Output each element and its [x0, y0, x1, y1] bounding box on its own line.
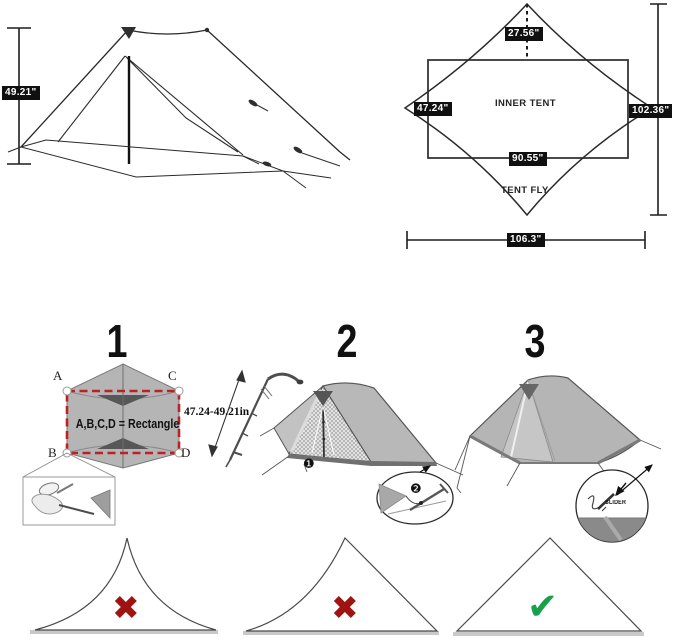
guyline-callout-arrow — [616, 464, 653, 496]
inset-stake — [603, 515, 623, 542]
mallet-icon — [38, 482, 74, 496]
height-dimension-label: 49.21" — [2, 86, 40, 100]
step2-marker-2: ❷ — [410, 482, 422, 497]
fly-peak — [121, 27, 136, 39]
peak-vent — [313, 391, 333, 406]
ground-outline — [7, 139, 332, 189]
trekking-pole-icon — [225, 372, 304, 468]
correct-mark: ✔ — [527, 585, 559, 628]
wrong-mark-1: ✖ — [112, 588, 140, 627]
peak-vent — [519, 384, 539, 400]
fly-length-label: 102.36" — [629, 104, 673, 118]
bathtub-floor — [287, 454, 437, 466]
inner-pole — [311, 405, 335, 459]
saggy-pitch-triangle — [34, 537, 217, 631]
line-slider-device — [587, 493, 615, 512]
tent-fly-panel — [322, 382, 438, 464]
corner-b-label: B — [48, 445, 57, 460]
hand-icon — [31, 493, 64, 515]
guy-lines — [259, 427, 464, 476]
slider-label: SLIDER — [605, 500, 627, 506]
inset-corner-wedge — [378, 483, 407, 514]
corner-c-label: C — [168, 368, 177, 383]
pole-range-label: 47.24-49.21in — [184, 406, 250, 418]
step3-number: 3 — [524, 315, 546, 367]
fly-footprint-hexagon — [403, 2, 654, 217]
tent-corner-wedge — [90, 489, 111, 520]
half-saggy-pitch-triangle — [245, 536, 439, 632]
step2-illustration — [259, 382, 464, 525]
stake-icon — [58, 504, 95, 515]
tent-fly-outline — [20, 29, 351, 161]
slider-pointer-arrow — [615, 482, 627, 497]
peak-offset-label: 27.56" — [505, 27, 543, 41]
ground-edges — [469, 434, 641, 465]
magnifier-lines — [22, 452, 116, 478]
guy-pull-tabs — [248, 99, 341, 167]
inner-width-label: 47.24" — [414, 102, 452, 116]
inner-length-label: 90.55" — [509, 152, 547, 166]
pitch-result-illustrations — [30, 536, 644, 636]
corner-a-label: A — [53, 368, 63, 383]
step2-number: 2 — [336, 315, 358, 367]
stake-rectangle-dashed — [65, 389, 181, 455]
inner-tent-label: INNER TENT — [495, 98, 556, 109]
stake-detail-inset — [376, 471, 454, 525]
corner-stake-loops — [62, 386, 184, 458]
fly-width-label: 106.3" — [507, 233, 545, 247]
tent-fly-label: TENT FLY — [501, 185, 549, 196]
step1-number: 1 — [106, 315, 128, 367]
inset-stake — [387, 483, 449, 515]
step2-marker-1: ❶ — [303, 457, 315, 472]
step3-illustration — [454, 375, 662, 543]
side-view-illustration — [7, 27, 351, 189]
corner-d-label: D — [181, 445, 191, 460]
taut-pitch-triangle — [455, 537, 643, 632]
step1-illustration — [22, 363, 304, 526]
pole-dimension-line — [208, 369, 246, 458]
rectangle-note: A,B,C,D = Rectangle — [75, 417, 180, 431]
wrong-mark-2: ✖ — [331, 588, 359, 627]
inner-tent-outline — [57, 55, 244, 156]
